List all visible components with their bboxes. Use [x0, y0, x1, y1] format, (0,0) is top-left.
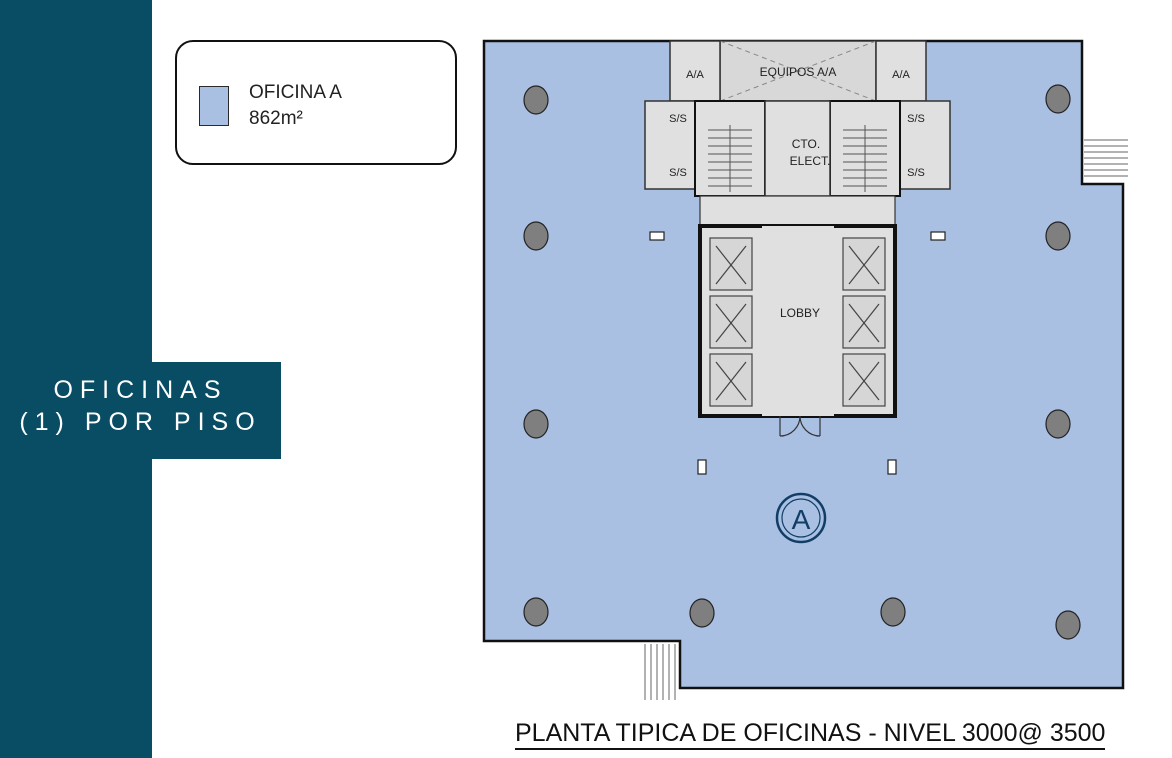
zone-marker-label: A — [792, 504, 811, 535]
floor-plan: EQUIPOS A/A A/A A/A S/S S/S S/S S/S CTO.… — [482, 39, 1128, 700]
aa-room-left-label: A/A — [686, 69, 704, 81]
aa-room-left — [669, 40, 721, 102]
legend-area: 862m² — [249, 108, 303, 129]
restroom-left-label-bottom: S/S — [669, 167, 687, 179]
sidebar-title-tab: OFICINAS (1) POR PISO — [0, 362, 281, 459]
lobby-label: LOBBY — [780, 306, 820, 320]
restroom-left-label-top: S/S — [669, 113, 687, 125]
fixture-3 — [697, 459, 707, 475]
legend-title: OFICINA A — [249, 82, 342, 103]
restroom-right-label-top: S/S — [907, 113, 925, 125]
legend-box: OFICINA A 862m² — [175, 40, 457, 165]
legend-swatch — [199, 86, 229, 126]
electrical-room — [764, 100, 831, 197]
electrical-room-label-2: ELECT. — [790, 154, 831, 168]
elevators-left — [709, 237, 753, 407]
equipment-room-label: EQUIPOS A/A — [760, 65, 837, 79]
lobby — [762, 226, 834, 416]
stair-steps-bottom — [644, 644, 676, 700]
zone-marker-a: A — [775, 492, 827, 544]
fixture-2 — [930, 231, 946, 241]
structural-columns — [523, 84, 1081, 640]
sidebar-title-line1: OFICINAS — [53, 376, 228, 404]
restroom-right-label-bottom: S/S — [907, 167, 925, 179]
fixture-1 — [649, 231, 665, 241]
restroom-left — [644, 100, 696, 190]
aa-room-right-label: A/A — [892, 69, 910, 81]
lobby-entrance-door — [779, 415, 821, 437]
electrical-room-label-1: CTO. — [792, 137, 820, 151]
vestibule — [699, 195, 896, 227]
elevators-right — [842, 237, 886, 407]
plan-caption: PLANTA TIPICA DE OFICINAS - NIVEL 3000@ … — [515, 718, 1106, 750]
fixture-4 — [887, 459, 897, 475]
stair-steps-right — [1084, 139, 1128, 177]
sidebar-title-line2: (1) POR PISO — [19, 408, 262, 436]
